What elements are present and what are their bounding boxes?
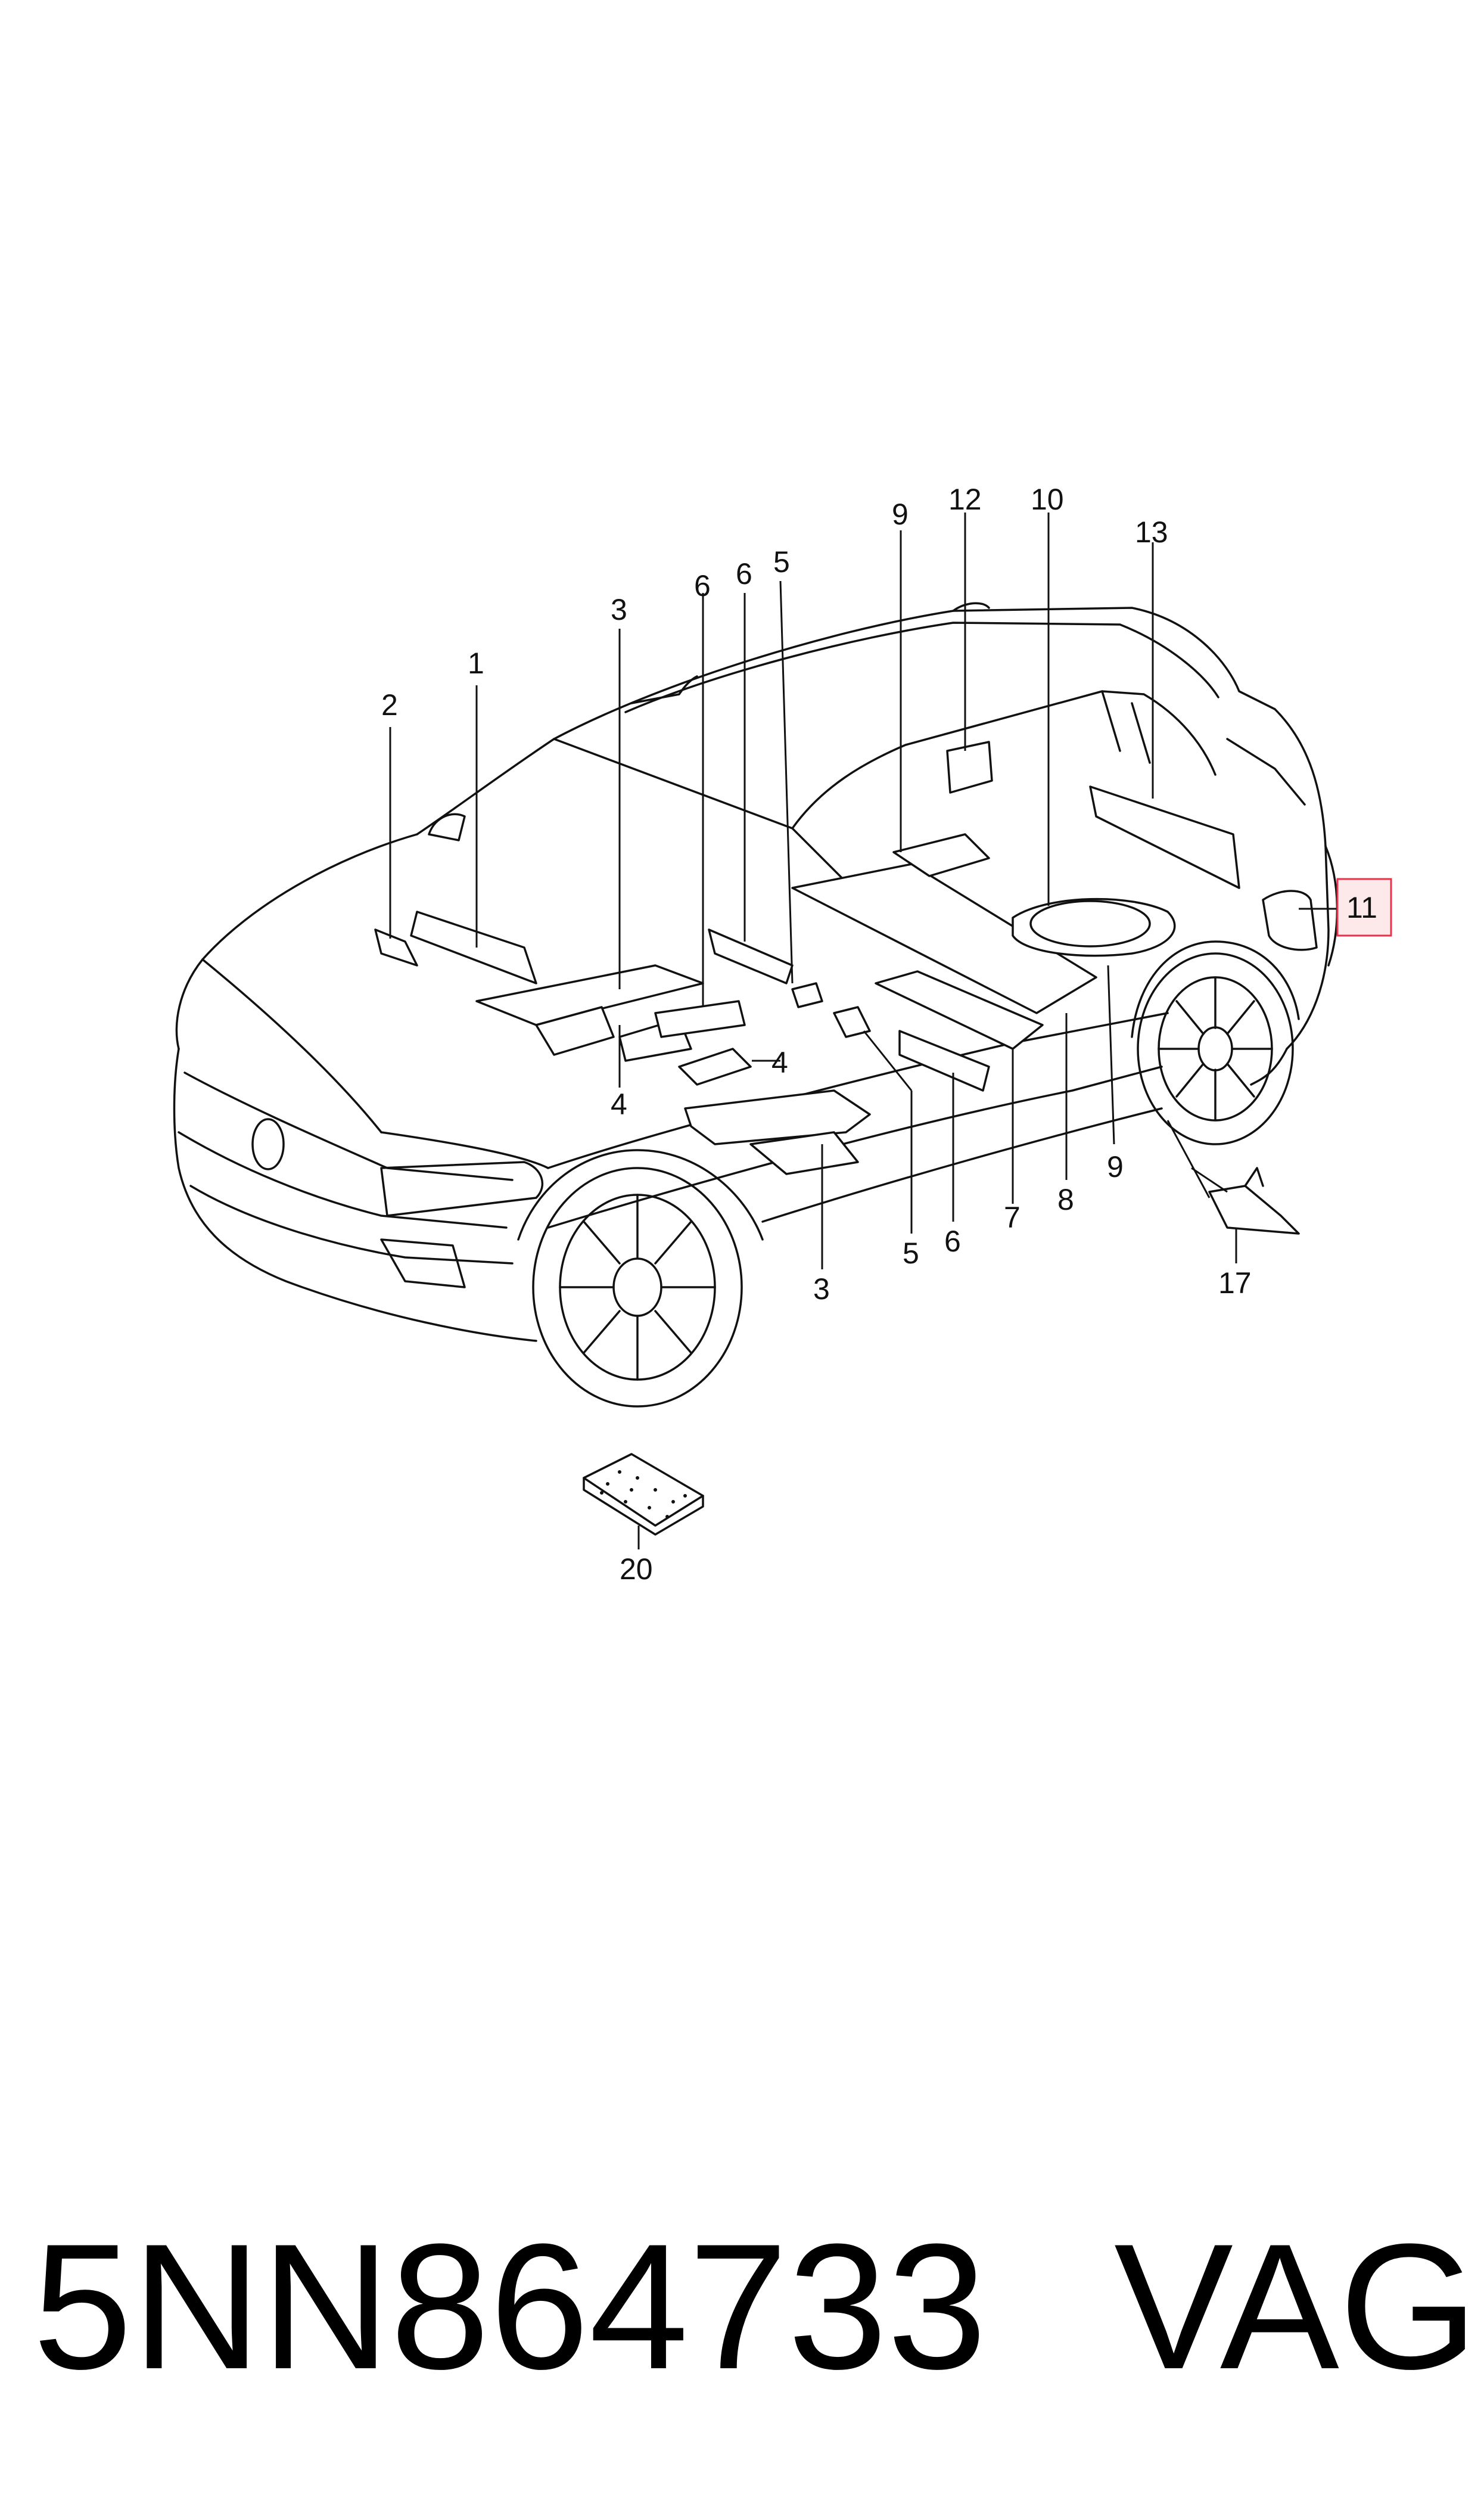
part-9-shape [892,833,990,877]
callout-6-top-right: 6 [736,557,752,591]
callout-labels: 1 2 3 3 4 4 5 5 6 6 6 7 8 9 9 10 11 12 1… [381,483,1392,1586]
part-5-shape [833,1006,871,1038]
part-13-shape [1089,785,1240,889]
callout-4-right: 4 [771,1046,788,1079]
callout-8: 8 [1057,1183,1074,1216]
part-7-shape [875,970,1044,1050]
callout-9-top: 9 [892,498,909,531]
callout-3-bottom: 3 [813,1272,830,1306]
part-3-rear-shape [684,1089,871,1145]
callout-7: 7 [1004,1201,1021,1234]
part-8-shape [791,863,1097,1014]
callout-5-top: 5 [773,545,790,579]
part-12-shape [946,741,993,794]
callout-20: 20 [620,1552,653,1586]
callout-13: 13 [1135,515,1168,549]
part-17-shape [1208,1185,1300,1235]
insulation-parts [374,741,1318,1536]
callout-10: 10 [1031,483,1064,516]
callout-17: 17 [1218,1266,1252,1300]
part-1-shape [410,911,537,984]
leader-lines [389,513,1337,1549]
callout-12: 12 [948,483,982,516]
callout-3-top: 3 [611,593,627,626]
callout-6-top-left: 6 [694,569,711,602]
part-4-shape [678,1048,752,1086]
callout-4-left: 4 [611,1088,627,1121]
callout-9-bottom: 9 [1107,1150,1124,1184]
callout-6-bottom: 6 [944,1225,961,1258]
part-2-shape [374,928,418,967]
callout-2: 2 [381,688,398,722]
brand-name: VAG [1114,2206,1479,2406]
part-number: 5NN864733 [33,2206,987,2406]
callout-11-highlight-box [1336,878,1392,937]
part-20-shape [583,1453,704,1527]
part-6-shape [898,1030,990,1092]
callout-1: 1 [468,647,484,680]
callout-5-bottom: 5 [903,1237,919,1270]
callout-11: 11 [1346,891,1377,924]
car-illustration [173,602,1339,1408]
part-11-shape [1262,890,1318,951]
